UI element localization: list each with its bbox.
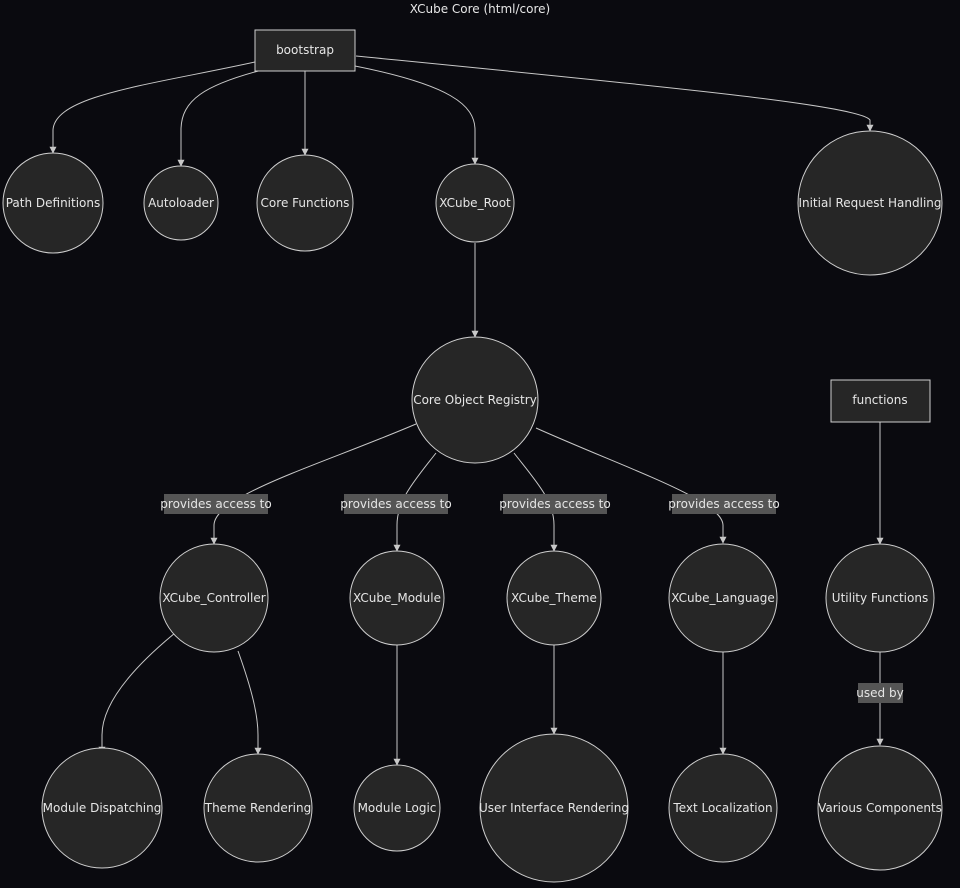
- svg-text:Autoloader: Autoloader: [148, 196, 214, 210]
- edge-controller-theme-rendering: [237, 650, 262, 755]
- svg-text:Utility Functions: Utility Functions: [832, 591, 928, 605]
- edge-label-language: provides access to: [668, 494, 780, 514]
- svg-text:provides access to: provides access to: [499, 497, 610, 511]
- nodes: bootstrap Path Definitions Autoloader Co…: [2, 29, 943, 883]
- edge-registry-theme: [513, 452, 558, 552]
- svg-text:Path Definitions: Path Definitions: [6, 196, 101, 210]
- node-initial-request-handling[interactable]: Initial Request Handling: [797, 130, 943, 276]
- svg-text:provides access to: provides access to: [340, 497, 451, 511]
- node-utility-functions[interactable]: Utility Functions: [825, 543, 935, 653]
- svg-text:used by: used by: [856, 686, 903, 700]
- node-autoloader[interactable]: Autoloader: [143, 165, 219, 241]
- node-bootstrap[interactable]: bootstrap: [254, 29, 356, 72]
- edge-labels: provides access to provides access to pr…: [160, 494, 904, 703]
- edge-label-used-by: used by: [856, 683, 904, 703]
- edge-registry-controller: [210, 423, 417, 545]
- edge-label-module: provides access to: [340, 494, 452, 514]
- node-xcube-language[interactable]: XCube_Language: [668, 543, 778, 653]
- svg-text:provides access to: provides access to: [668, 497, 779, 511]
- svg-text:XCube_Root: XCube_Root: [439, 196, 511, 210]
- svg-text:XCube_Module: XCube_Module: [353, 591, 441, 605]
- svg-text:User Interface Rendering: User Interface Rendering: [479, 801, 629, 815]
- svg-text:Various Components: Various Components: [818, 801, 942, 815]
- node-xcube-module[interactable]: XCube_Module: [349, 550, 445, 646]
- node-xcube-theme[interactable]: XCube_Theme: [506, 550, 602, 646]
- node-functions[interactable]: functions: [830, 379, 931, 423]
- svg-text:Theme Rendering: Theme Rendering: [204, 801, 311, 815]
- svg-text:XCube_Language: XCube_Language: [671, 591, 775, 605]
- node-xcube-controller[interactable]: XCube_Controller: [159, 543, 269, 653]
- node-module-logic[interactable]: Module Logic: [353, 764, 441, 852]
- edge-bootstrap-xcube-root: [354, 65, 479, 165]
- edge-bootstrap-path-definitions: [49, 61, 256, 154]
- node-theme-rendering[interactable]: Theme Rendering: [203, 753, 313, 863]
- edge-bootstrap-autoloader: [177, 69, 263, 167]
- svg-text:XCube_Controller: XCube_Controller: [162, 591, 265, 605]
- svg-text:Module Dispatching: Module Dispatching: [43, 801, 162, 815]
- edge-registry-language: [535, 427, 727, 544]
- svg-text:Module Logic: Module Logic: [358, 801, 437, 815]
- edge-label-theme: provides access to: [499, 494, 611, 514]
- node-various-components[interactable]: Various Components: [817, 745, 943, 871]
- node-path-definitions[interactable]: Path Definitions: [2, 152, 104, 254]
- node-xcube-root[interactable]: XCube_Root: [435, 163, 515, 243]
- node-core-functions[interactable]: Core Functions: [256, 154, 354, 252]
- svg-text:XCube_Theme: XCube_Theme: [511, 591, 597, 605]
- node-core-object-registry[interactable]: Core Object Registry: [411, 336, 539, 464]
- svg-text:Core Functions: Core Functions: [261, 196, 350, 210]
- edge-registry-module: [393, 452, 437, 552]
- edges: [49, 55, 884, 766]
- svg-text:Initial Request Handling: Initial Request Handling: [798, 196, 941, 210]
- edge-controller-dispatching: [98, 632, 176, 754]
- svg-text:Core Object Registry: Core Object Registry: [413, 393, 537, 407]
- svg-text:functions: functions: [852, 393, 907, 407]
- node-text-localization[interactable]: Text Localization: [668, 753, 778, 863]
- edge-bootstrap-initial-request: [355, 55, 874, 132]
- svg-text:Text Localization: Text Localization: [672, 801, 772, 815]
- node-module-dispatching[interactable]: Module Dispatching: [41, 747, 163, 869]
- node-user-interface-rendering[interactable]: User Interface Rendering: [479, 733, 629, 883]
- svg-text:bootstrap: bootstrap: [276, 43, 334, 57]
- diagram-title: XCube Core (html/core): [410, 2, 550, 16]
- edge-label-controller: provides access to: [160, 494, 272, 514]
- svg-text:provides access to: provides access to: [160, 497, 271, 511]
